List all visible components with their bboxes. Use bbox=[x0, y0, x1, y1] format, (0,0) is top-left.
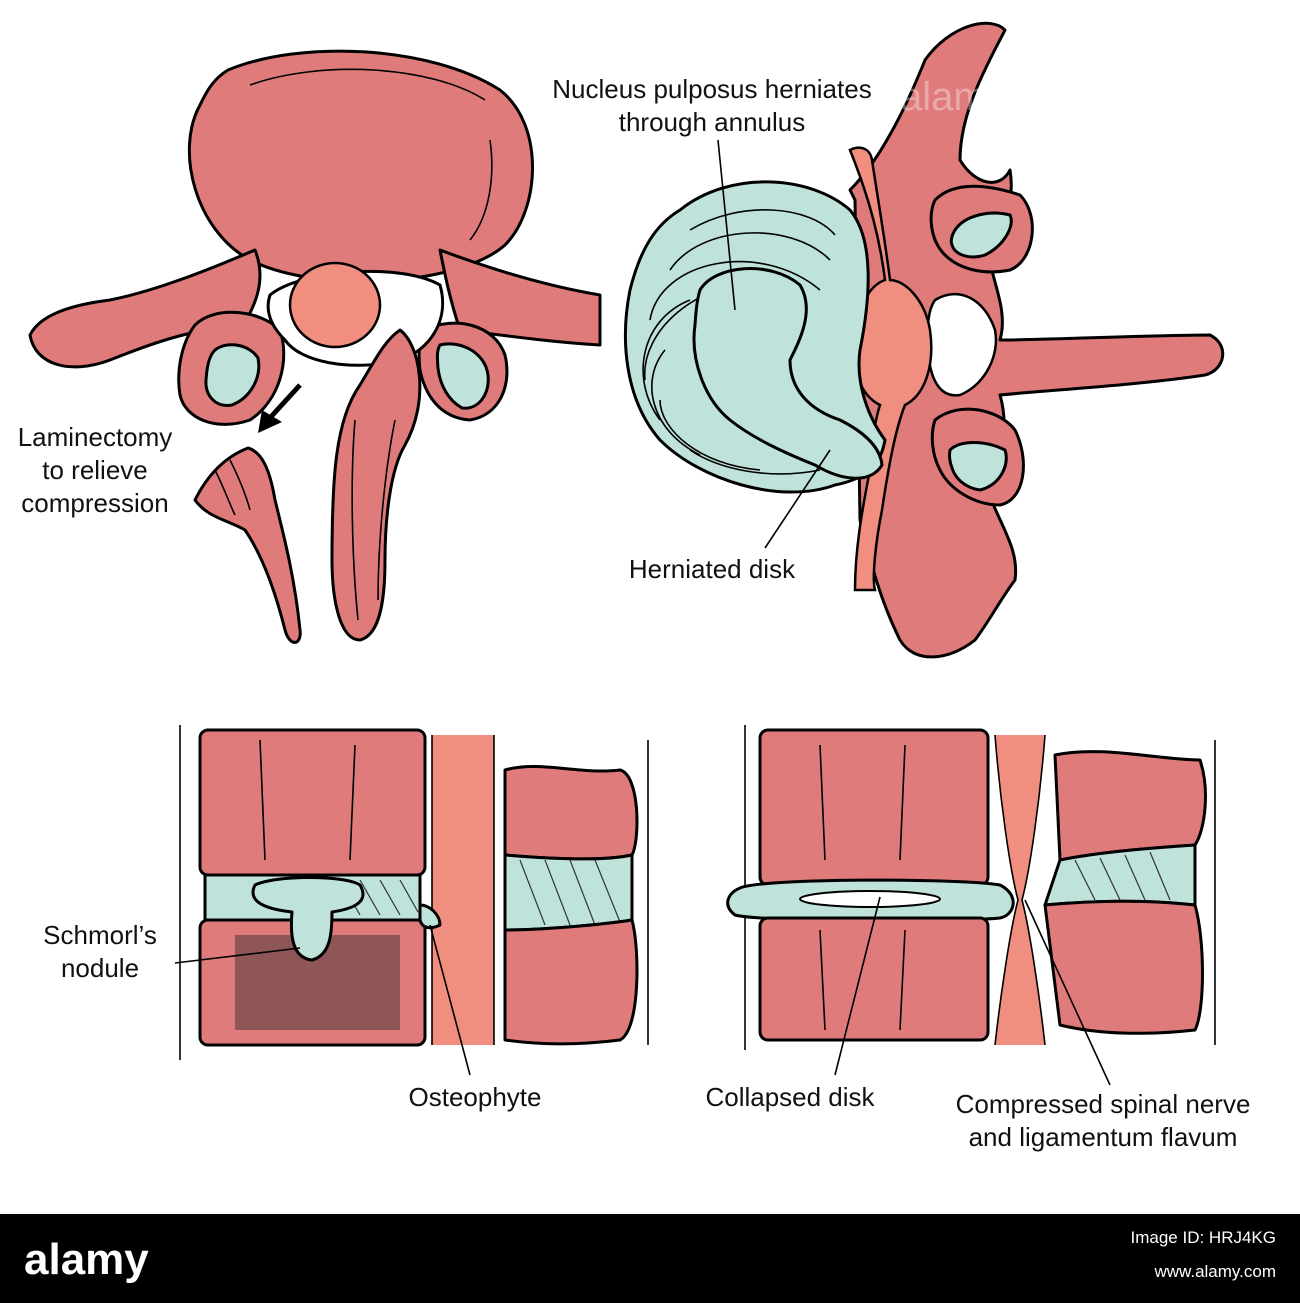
osteophyte-spur bbox=[418, 903, 442, 930]
schmorl-nodule-view bbox=[179, 725, 649, 1060]
leader-lines bbox=[174, 139, 1111, 1086]
vertebral-body-rim bbox=[249, 68, 493, 241]
right-transverse-process bbox=[438, 248, 602, 347]
laminectomy-label-line1: Laminectomy bbox=[18, 422, 173, 452]
posterior-vertebral-arch bbox=[848, 21, 1225, 659]
collapsed-disk-view bbox=[726, 725, 1216, 1050]
laminectomy-label-line3: compression bbox=[21, 488, 168, 518]
spinous-process-edge bbox=[351, 419, 396, 621]
spine-disorders-illustration: Laminectomy to relieve compression Nucle… bbox=[18, 21, 1251, 1152]
image-id: Image ID: HRJ4KG bbox=[1130, 1228, 1277, 1247]
collapsed-leader bbox=[834, 896, 881, 1076]
herniated-leader bbox=[764, 449, 831, 549]
spinous-process bbox=[330, 328, 422, 642]
nucleus-leader bbox=[717, 139, 736, 311]
nucleus-label-line2: through annulus bbox=[619, 107, 805, 137]
vertebral-body bbox=[187, 49, 534, 283]
compressed-leader bbox=[1024, 899, 1111, 1086]
annulus-rings bbox=[642, 209, 836, 475]
osteophyte-label: Osteophyte bbox=[409, 1082, 542, 1112]
compressed-label-line1: Compressed spinal nerve bbox=[956, 1089, 1251, 1119]
alamy-logo: alamy bbox=[24, 1235, 149, 1284]
posterior-disc bbox=[503, 853, 634, 932]
lower-facet-cartilage bbox=[947, 441, 1008, 492]
pinched-cord-strip bbox=[995, 735, 1045, 1045]
right-facet-cartilage bbox=[435, 342, 490, 410]
left-facet-cartilage bbox=[204, 343, 261, 407]
removal-arrow-head bbox=[258, 410, 282, 433]
upper-facet-cartilage bbox=[949, 211, 1013, 259]
labels: Laminectomy to relieve compression Nucle… bbox=[18, 74, 1251, 1152]
herniated-disk-view bbox=[623, 21, 1225, 659]
collapsed-lower-vertebra bbox=[758, 916, 990, 1042]
posterior-element-top bbox=[503, 764, 639, 861]
collapsed-lower-texture bbox=[819, 929, 906, 1031]
collapsed-posterior-hatching bbox=[1074, 851, 1171, 901]
upper-vertebra-texture bbox=[259, 739, 356, 861]
collapsed-posterior-bottom bbox=[1043, 899, 1204, 1035]
site-url: www.alamy.com bbox=[1154, 1262, 1276, 1281]
porous-bone-pattern bbox=[235, 935, 400, 1030]
schmorl-label-line2: nodule bbox=[61, 953, 139, 983]
posterior-disc-hatching bbox=[519, 859, 621, 926]
collapsed-disc-gap bbox=[799, 890, 941, 908]
collapsed-upper-vertebra bbox=[758, 728, 990, 887]
osteophyte-leader bbox=[429, 924, 471, 1076]
stock-footer: alamy Image ID: HRJ4KG www.alamy.com bbox=[0, 1214, 1300, 1303]
removed-lamina bbox=[193, 446, 302, 644]
schmorl-nodule-shape bbox=[251, 876, 365, 962]
collapsed-label: Collapsed disk bbox=[705, 1082, 875, 1112]
schmorl-leader bbox=[174, 947, 301, 964]
spinal-cord-strip bbox=[432, 735, 494, 1045]
schmorl-label-line1: Schmorl’s bbox=[43, 920, 157, 950]
removal-arrow-shaft bbox=[266, 383, 302, 422]
nucleus-pulposus bbox=[692, 267, 884, 480]
laminectomy-vertebra bbox=[28, 49, 602, 644]
spinal-cord bbox=[288, 261, 382, 349]
collapsed-posterior-top bbox=[1053, 750, 1207, 862]
herniated-label: Herniated disk bbox=[629, 554, 796, 584]
compressed-label-line2: and ligamentum flavum bbox=[969, 1122, 1238, 1152]
nucleus-label-line1: Nucleus pulposus herniates bbox=[552, 74, 871, 104]
collapsed-upper-texture bbox=[819, 744, 906, 861]
pinched-cord-edges bbox=[994, 734, 1046, 1046]
laminectomy-label-line2: to relieve bbox=[42, 455, 148, 485]
watermark-text: alamy bbox=[900, 75, 1007, 119]
upper-vertebra bbox=[198, 728, 427, 877]
posterior-element-bottom bbox=[503, 918, 639, 1046]
removed-lamina-edge bbox=[214, 459, 251, 516]
alamy-logo-text: alamy bbox=[24, 1235, 149, 1284]
